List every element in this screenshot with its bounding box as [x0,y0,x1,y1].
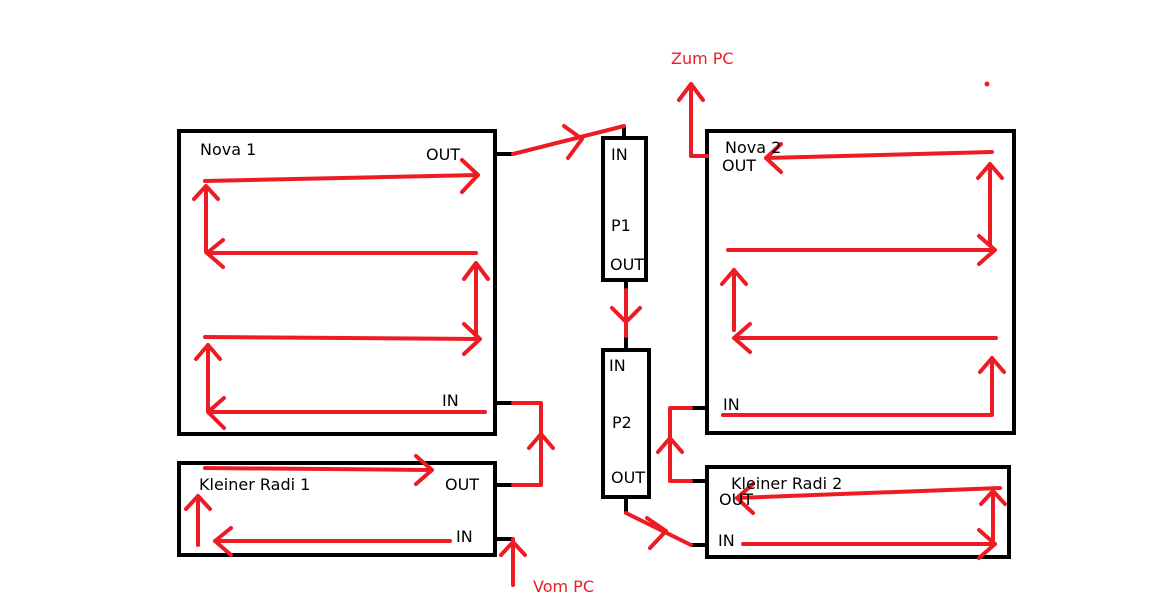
flow-arrow [732,322,998,354]
flow-arrow [720,268,748,332]
p1-out-label: OUT [610,255,644,274]
flow-arrow [213,526,452,557]
radi1-label: Kleiner Radi 1 [199,475,310,494]
flow-arrow [194,343,222,412]
flow-arrow [184,494,212,547]
nova1-box [177,129,497,436]
radi2-in-label: IN [718,531,735,550]
nova2-in-label: IN [723,395,740,414]
coolant-flow [184,82,1007,587]
flow-arrow [203,454,434,486]
p1-label: P1 [611,216,631,235]
p2-in-label: IN [609,356,626,375]
flow-arrow [205,238,478,269]
stray-dot [984,81,990,87]
flow-arrow [656,406,693,483]
nova2-box [705,129,1016,435]
radi2-out-label: OUT [719,490,753,509]
nova1-in-label: IN [442,391,459,410]
flow-arrow [721,356,1006,417]
radi1-out-label: OUT [445,475,479,494]
radi1-in-label: IN [456,527,473,546]
nova2-out-label: OUT [722,156,756,175]
flow-arrow [462,261,490,338]
from-pc-label: Vom PC [533,577,594,596]
to-pc-label: Zum PC [671,49,734,68]
flow-arrow [206,396,487,430]
flow-arrow [511,401,555,487]
flow-arrow [677,82,709,158]
flow-arrow [979,489,1007,542]
p2-label: P2 [612,413,632,432]
flow-arrow [499,537,527,587]
flow-arrow [203,158,480,194]
p2-out-label: OUT [611,468,645,487]
nova1-out-label: OUT [426,145,460,164]
flow-arrow [976,162,1004,247]
flow-arrow [610,288,642,338]
flow-arrow [726,234,997,266]
flow-arrow [203,322,482,356]
nova1-label: Nova 1 [200,140,256,159]
kleiner-radi1-box [177,461,497,557]
flow-arrow [511,124,626,160]
flow-arrow [735,482,1002,515]
flow-arrow [192,184,220,254]
flow-arrow [741,528,997,560]
p1-in-label: IN [611,145,628,164]
flow-arrow [624,511,693,550]
radi2-label: Kleiner Radi 2 [731,474,842,493]
nova2-label: Nova 2 [725,138,781,157]
kleiner-radi2-box [705,465,1011,559]
flow-arrow [764,142,994,174]
